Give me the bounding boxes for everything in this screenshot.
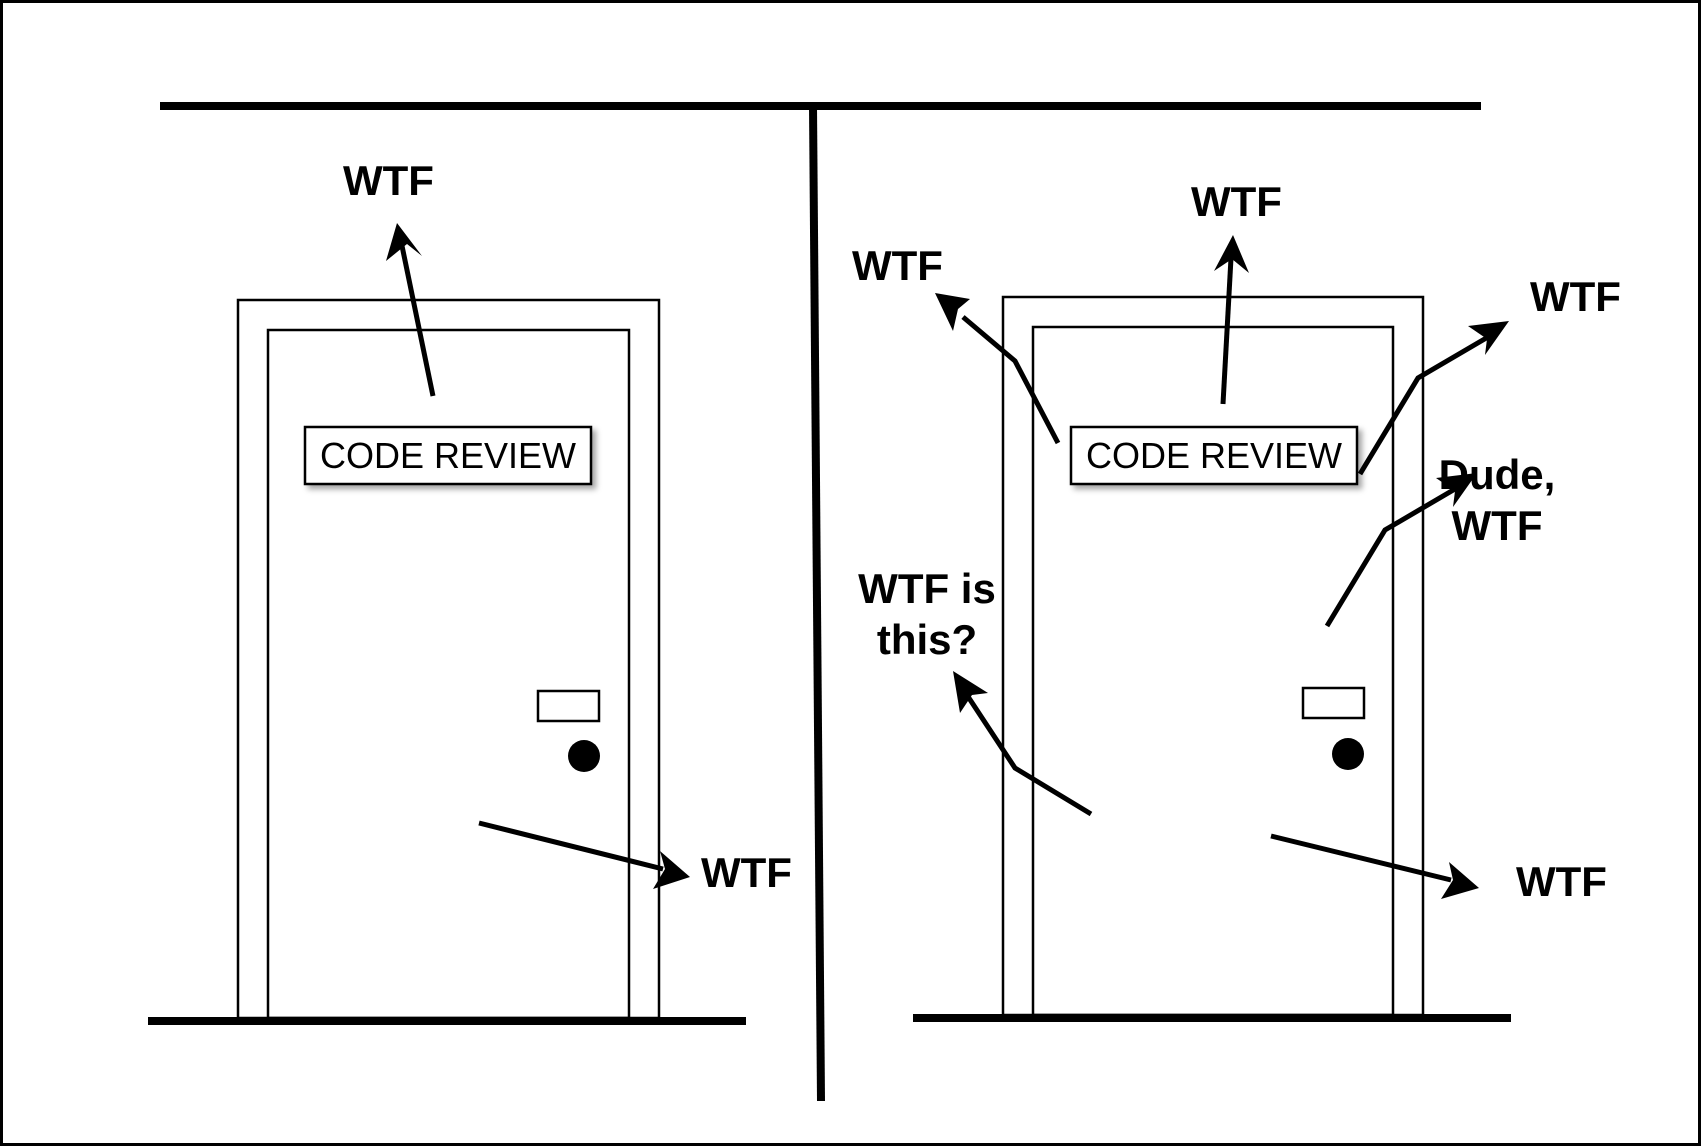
right-door-plate bbox=[1301, 686, 1366, 720]
right-arrowheads bbox=[935, 235, 1509, 899]
right-arrow-upper-right bbox=[1357, 334, 1490, 476]
left-door-frame bbox=[236, 298, 661, 1020]
right-arrow-upper-left-head bbox=[935, 293, 970, 331]
left-arrow-up bbox=[398, 240, 436, 397]
right-panel: CODE REVIEW bbox=[852, 178, 1621, 1022]
left-panel: CODE REVIEW WTF WTF bbox=[148, 157, 792, 1025]
right-label-lower-right: WTF bbox=[1516, 858, 1607, 905]
right-door-panel bbox=[1031, 325, 1395, 1017]
right-arrow-lower-left-head bbox=[953, 671, 988, 713]
right-label-upper-left: WTF bbox=[852, 242, 943, 289]
left-arrows bbox=[386, 223, 690, 889]
center-divider bbox=[809, 105, 825, 1102]
right-arrow-middle-right-head bbox=[1436, 473, 1477, 507]
right-arrows bbox=[961, 257, 1490, 883]
right-door-knob bbox=[1332, 738, 1364, 770]
right-arrow-lower-right bbox=[1270, 833, 1452, 883]
right-arrow-up bbox=[1220, 257, 1234, 405]
right-arrow-lower-left bbox=[962, 690, 1093, 817]
left-label-right: WTF bbox=[701, 849, 792, 896]
right-label-dude-line2: WTF bbox=[1452, 502, 1543, 549]
left-sign-text: CODE REVIEW bbox=[320, 435, 576, 476]
left-sign-box bbox=[303, 425, 593, 486]
left-door-knob bbox=[568, 740, 600, 772]
left-door bbox=[236, 298, 661, 1020]
right-sign-box bbox=[1069, 425, 1359, 486]
right-label-upper-right: WTF bbox=[1530, 273, 1621, 320]
code-review-diagram: CODE REVIEW WTF WTF CODE REVI bbox=[148, 102, 1621, 1102]
left-door-panel bbox=[266, 328, 631, 1020]
right-arrow-upper-right-head bbox=[1468, 321, 1509, 355]
right-arrow-middle-right bbox=[1324, 486, 1457, 628]
right-arrow-upper-left bbox=[961, 315, 1061, 445]
right-arrow-lower-right-head bbox=[1441, 862, 1479, 899]
left-arrow-right-head bbox=[653, 851, 690, 889]
right-sign-text: CODE REVIEW bbox=[1086, 435, 1342, 476]
right-door bbox=[1001, 295, 1425, 1017]
right-label-dude-line1: Dude, bbox=[1439, 451, 1556, 498]
right-label-top: WTF bbox=[1191, 178, 1282, 225]
right-sign: CODE REVIEW bbox=[1069, 425, 1359, 486]
right-label-question-line1: WTF is bbox=[858, 565, 996, 612]
right-door-frame bbox=[1001, 295, 1425, 1017]
left-arrow-right bbox=[478, 820, 664, 872]
left-door-plate bbox=[536, 689, 601, 723]
left-label-top: WTF bbox=[343, 157, 434, 204]
left-sign: CODE REVIEW bbox=[303, 425, 593, 486]
right-arrow-up-head bbox=[1214, 235, 1249, 273]
left-arrow-up-head bbox=[386, 223, 422, 261]
right-label-question-line2: this? bbox=[877, 616, 977, 663]
